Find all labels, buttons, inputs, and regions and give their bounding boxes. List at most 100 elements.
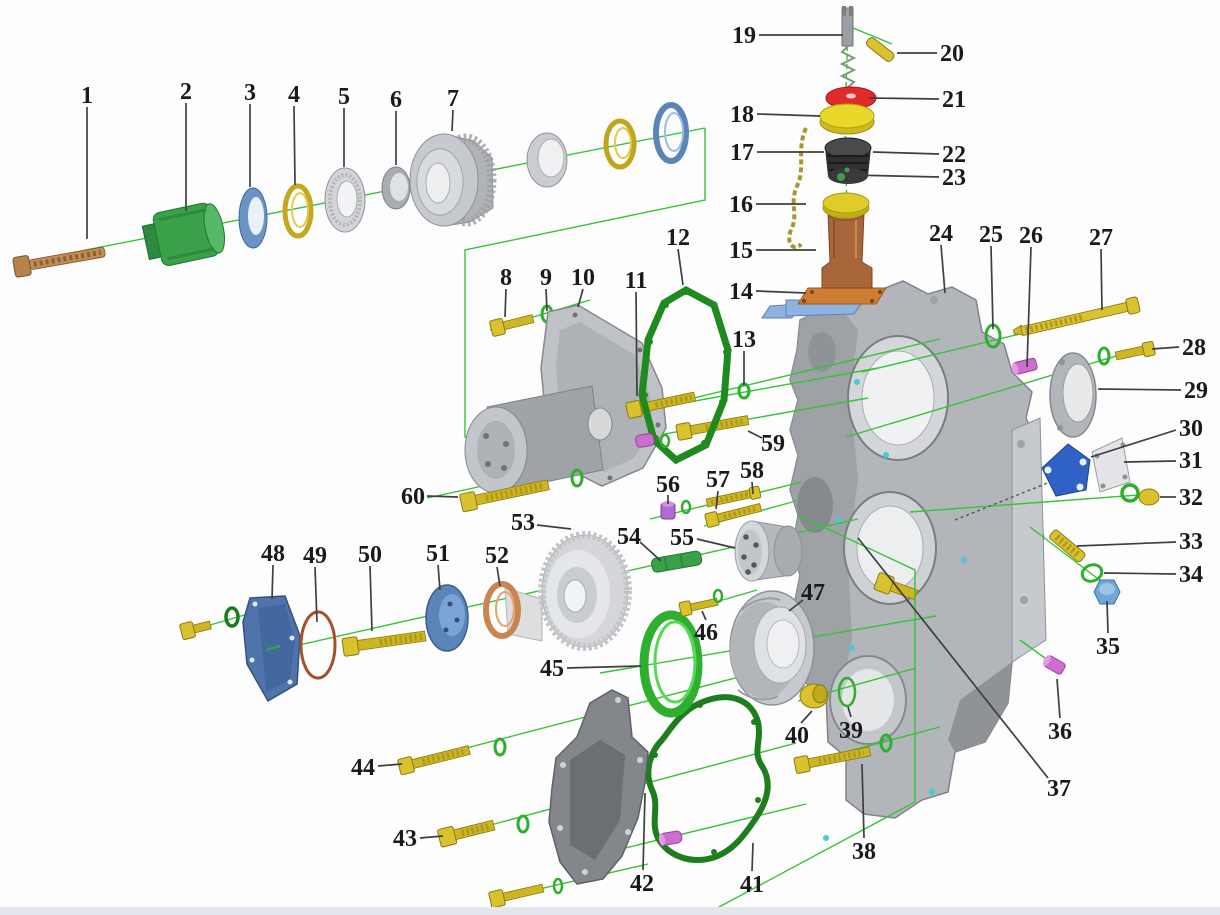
guide-line — [852, 27, 893, 45]
part-60-bolt — [459, 468, 584, 513]
part-cap-lower-disc — [822, 192, 870, 219]
callout-label-39: 39 — [839, 718, 863, 744]
callout-leader-40 — [800, 710, 813, 724]
callout-label-50: 50 — [358, 542, 382, 568]
part-blue-ring — [653, 102, 689, 164]
guide-line — [909, 493, 1153, 513]
callout-leader-7 — [451, 109, 454, 132]
part-45-seal-ring — [639, 610, 703, 718]
part-35-nut — [1093, 579, 1121, 605]
callout-leader-45 — [566, 665, 642, 669]
callout-label-28: 28 — [1182, 335, 1206, 361]
callout-label-37: 37 — [1047, 776, 1071, 802]
callout-label-29: 29 — [1184, 378, 1208, 404]
guide-line — [1029, 526, 1111, 589]
parts-layer — [12, 6, 1160, 909]
callout-label-59: 59 — [761, 431, 785, 457]
callout-leader-10 — [577, 288, 584, 308]
part-11-bolt — [625, 391, 697, 419]
callout-leader-47 — [788, 599, 804, 612]
callout-leader-37 — [857, 537, 1049, 779]
callout-leader-21 — [868, 97, 940, 100]
part-49-oring — [299, 610, 337, 680]
callout-label-6: 6 — [390, 87, 402, 113]
callout-label-13: 13 — [732, 327, 756, 353]
part-lower-bolt — [488, 877, 564, 909]
part-39-oring — [837, 676, 857, 708]
part-3-washer — [238, 187, 268, 249]
part-19-dipstick — [839, 6, 857, 89]
callout-label-26: 26 — [1019, 223, 1043, 249]
callout-leader-54 — [639, 541, 662, 562]
callout-leader-34 — [1103, 572, 1177, 575]
callout-label-51: 51 — [426, 541, 450, 567]
part-8-bolt — [489, 314, 535, 337]
callout-label-56: 56 — [656, 472, 680, 498]
callout-label-3: 3 — [244, 80, 256, 106]
callout-label-40: 40 — [785, 723, 809, 749]
callout-label-48: 48 — [261, 541, 285, 567]
callout-leader-48 — [271, 564, 274, 600]
part-48-cover — [242, 595, 301, 703]
callout-label-22: 22 — [942, 142, 966, 168]
callout-label-17: 17 — [730, 140, 754, 166]
part-57-bolt — [704, 503, 763, 528]
callout-label-38: 38 — [852, 839, 876, 865]
callout-label-47: 47 — [801, 580, 825, 606]
callout-label-36: 36 — [1048, 719, 1072, 745]
callout-label-49: 49 — [303, 543, 327, 569]
callout-leader-26 — [1026, 246, 1032, 368]
callout-leader-44 — [377, 763, 403, 767]
callout-leader-59 — [747, 430, 763, 439]
callout-label-25: 25 — [979, 222, 1003, 248]
callout-leader-60 — [426, 495, 459, 498]
callout-leader-27 — [1100, 248, 1103, 311]
part-10-pump-housing — [464, 304, 667, 494]
callout-leader-12 — [677, 248, 684, 286]
callout-leader-9 — [545, 288, 548, 312]
callout-label-33: 33 — [1179, 529, 1203, 555]
callout-label-53: 53 — [511, 510, 535, 536]
callout-label-4: 4 — [288, 82, 300, 108]
callout-label-9: 9 — [540, 265, 552, 291]
callout-leader-25 — [990, 245, 994, 330]
part-gold-ring — [603, 118, 637, 170]
callout-leader-31 — [1123, 460, 1177, 463]
callout-label-60: 60 — [401, 484, 425, 510]
callout-label-41: 41 — [740, 872, 764, 898]
callout-label-31: 31 — [1179, 448, 1203, 474]
callout-label-27: 27 — [1089, 225, 1113, 251]
callout-label-57: 57 — [706, 467, 730, 493]
callout-label-24: 24 — [929, 221, 953, 247]
callout-leader-43 — [419, 835, 444, 839]
part-7-pulley-drum — [409, 133, 497, 227]
part-36-sleeve — [1042, 655, 1066, 675]
part-34-oring — [1080, 563, 1104, 583]
part-38-bolt — [793, 733, 893, 774]
callout-leader-38 — [861, 763, 865, 839]
callout-label-20: 20 — [940, 41, 964, 67]
callout-label-55: 55 — [670, 525, 694, 551]
callout-label-1: 1 — [81, 83, 93, 109]
callout-label-46: 46 — [694, 620, 718, 646]
callout-label-11: 11 — [625, 268, 648, 294]
callout-label-23: 23 — [942, 165, 966, 191]
callout-label-30: 30 — [1179, 416, 1203, 442]
part-50-bolt — [341, 630, 427, 657]
callout-leader-55 — [696, 538, 736, 549]
callout-label-5: 5 — [338, 84, 350, 110]
part-55-hub — [734, 520, 803, 582]
callout-leader-14 — [755, 290, 807, 294]
callout-leader-30 — [1090, 429, 1177, 458]
part-12-gasket — [638, 285, 732, 465]
part-42-bracket — [548, 689, 649, 885]
part-46-bolt — [678, 588, 724, 617]
part-52-bushing — [483, 581, 543, 642]
part-23-clip — [837, 167, 850, 181]
part-bearing-cup — [526, 132, 568, 188]
callout-leader-33 — [1076, 541, 1177, 547]
callout-leader-46 — [701, 610, 707, 621]
callout-label-10: 10 — [571, 265, 595, 291]
callout-label-35: 35 — [1096, 634, 1120, 660]
